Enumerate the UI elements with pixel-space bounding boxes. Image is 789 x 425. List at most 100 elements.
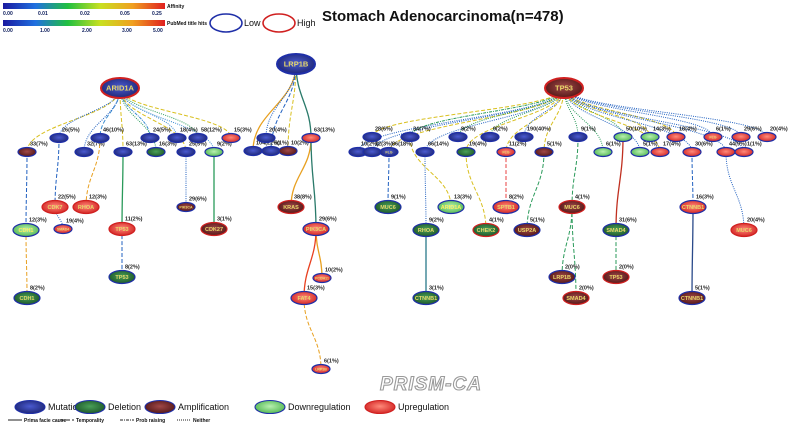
edge-label: 9(1%): [581, 127, 596, 133]
gene-node-tp53_a[interactable]: TP53: [108, 221, 136, 237]
legend-swatch-amplification: [144, 399, 176, 415]
gene-node-pcdh11[interactable]: PCDH11: [312, 272, 332, 284]
gene-node-pik3ca_l[interactable]: PIK3CA: [302, 221, 330, 237]
gene-node-a11[interactable]: [204, 146, 224, 158]
gene-node-muc6_a[interactable]: MUC6: [374, 199, 402, 215]
gene-node-a2[interactable]: [49, 132, 69, 144]
gene-node-usp2a[interactable]: USP2A: [513, 222, 541, 238]
gene-node-lrp1b_root[interactable]: LRP1B: [276, 53, 316, 75]
gene-node-t4[interactable]: FLG: [379, 146, 399, 158]
gene-node-t17[interactable]: [640, 131, 660, 143]
gene-node-ctnnb1_c[interactable]: CTNNB1: [678, 290, 706, 306]
gene-node-t10[interactable]: FLG: [496, 146, 516, 158]
edge-label: 33(7%): [30, 142, 48, 148]
gene-node-a10[interactable]: [188, 132, 208, 144]
gene-node-tp53_root[interactable]: TP53: [544, 77, 584, 99]
gene-node-arid1a[interactable]: ARID1A: [100, 77, 140, 99]
gene-node-shape: [74, 146, 94, 158]
gene-node-a9[interactable]: [176, 146, 196, 158]
gene-node-cdh1_a[interactable]: CDH1: [12, 222, 40, 238]
gene-node-l5[interactable]: [301, 132, 321, 144]
edge-label: 13(3%): [454, 195, 472, 201]
gene-node-t5[interactable]: [400, 131, 420, 143]
gene-node-chek2[interactable]: CHEK2: [472, 222, 500, 238]
gene-node-shape: [630, 146, 650, 158]
gene-node-fat4[interactable]: FAT4: [290, 290, 318, 306]
edge-t20-ctnnb1_a: [691, 151, 694, 208]
gene-node-t12[interactable]: [534, 146, 554, 158]
gene-node-t3[interactable]: [362, 146, 382, 158]
gene-node-arid1a_t[interactable]: ARID1A: [437, 199, 465, 215]
edge-t15-smad4_t: [615, 136, 624, 231]
gene-node-shape: [12, 222, 40, 238]
edge-label: 22(5%): [58, 195, 76, 201]
gene-node-shape: [256, 132, 276, 144]
gene-node-l2[interactable]: [256, 132, 276, 144]
gene-node-l4[interactable]: [278, 145, 298, 157]
gene-node-ctnnb1_t[interactable]: CTNNB1: [412, 290, 440, 306]
gene-node-t13[interactable]: [568, 131, 588, 143]
gene-node-rhoa_a[interactable]: RHOA: [72, 199, 100, 215]
gene-node-t2[interactable]: [362, 131, 382, 143]
gene-node-t11[interactable]: [514, 131, 534, 143]
gene-node-l3[interactable]: [261, 145, 281, 157]
gene-node-shape: [108, 269, 136, 285]
gene-node-a12[interactable]: [221, 132, 241, 144]
gene-node-t25[interactable]: [757, 131, 777, 143]
gene-node-l1[interactable]: [243, 145, 263, 157]
gene-node-shape: [277, 199, 305, 215]
gene-node-t9[interactable]: [480, 131, 500, 143]
gene-node-cdk27[interactable]: CDK27: [200, 221, 228, 237]
gene-node-t7[interactable]: [448, 131, 468, 143]
gene-node-label: CDH1: [19, 228, 34, 234]
gene-node-t16[interactable]: [630, 146, 650, 158]
gene-node-rhoa_t[interactable]: RHOA: [412, 222, 440, 238]
gene-node-t18[interactable]: [650, 146, 670, 158]
gene-node-a3[interactable]: [90, 132, 110, 144]
gene-node-t8[interactable]: [456, 146, 476, 158]
gene-node-cdk7[interactable]: CDK7: [41, 199, 69, 215]
edge-label: 20(4%): [770, 127, 788, 133]
gene-node-cdh1_b[interactable]: CDH1: [13, 290, 41, 306]
edge-t4-muc6_a: [387, 151, 390, 208]
gene-node-t22[interactable]: [716, 146, 736, 158]
gene-node-t15[interactable]: [613, 131, 633, 143]
gene-node-muc6_b[interactable]: MUC6: [558, 199, 586, 215]
gene-node-sptb1[interactable]: SPTB1: [492, 199, 520, 215]
gene-node-a1[interactable]: [17, 146, 37, 158]
gene-node-shape: [412, 222, 440, 238]
edge-label: 66(14%): [428, 142, 449, 148]
gene-node-t20[interactable]: [682, 146, 702, 158]
gene-node-kras[interactable]: KRAS: [277, 199, 305, 215]
gene-node-shape: [513, 222, 541, 238]
edge-label: 5(1%): [695, 286, 710, 292]
gene-node-ctnnb1_a[interactable]: CTNNB1: [679, 199, 707, 215]
gene-node-t19[interactable]: [666, 131, 686, 143]
gene-node-t6[interactable]: [415, 146, 435, 158]
gene-node-smad4_t2[interactable]: SMAD4: [562, 290, 590, 306]
edge-label: 3(1%): [217, 217, 232, 223]
gene-node-t14[interactable]: [593, 146, 613, 158]
gene-node-shape: [301, 132, 321, 144]
gene-node-a4[interactable]: [74, 146, 94, 158]
edge-label: 9(1%): [391, 195, 406, 201]
edge-label: 2(0%): [565, 265, 580, 271]
line-legend-label-probraising: Prob raising: [136, 418, 165, 424]
gene-node-lrp1b_leaf[interactable]: LRP1B: [311, 363, 331, 375]
gene-node-smad4_a[interactable]: SMAD4: [53, 223, 73, 235]
gene-node-a8[interactable]: [167, 132, 187, 144]
edge-label: 16(3%): [696, 195, 714, 201]
gene-node-tp53_b[interactable]: TP53: [108, 269, 136, 285]
gene-node-label: FLG: [502, 150, 509, 154]
gene-node-a6[interactable]: [140, 132, 160, 144]
gene-node-lrp1b_t[interactable]: LRP1B: [548, 269, 576, 285]
gene-node-tp53_t[interactable]: TP53: [602, 269, 630, 285]
gene-node-pik3ca_a[interactable]: PIK3CA: [176, 201, 196, 213]
gene-node-smad4_t[interactable]: SMAD4: [602, 222, 630, 238]
gene-node-t24[interactable]: [734, 146, 754, 158]
gene-node-t23[interactable]: [731, 131, 751, 143]
gene-node-t21[interactable]: FLG: [703, 131, 723, 143]
gene-node-a5[interactable]: [113, 146, 133, 158]
gene-node-muc6_c[interactable]: MUC6: [730, 222, 758, 238]
gene-node-a7[interactable]: [146, 146, 166, 158]
